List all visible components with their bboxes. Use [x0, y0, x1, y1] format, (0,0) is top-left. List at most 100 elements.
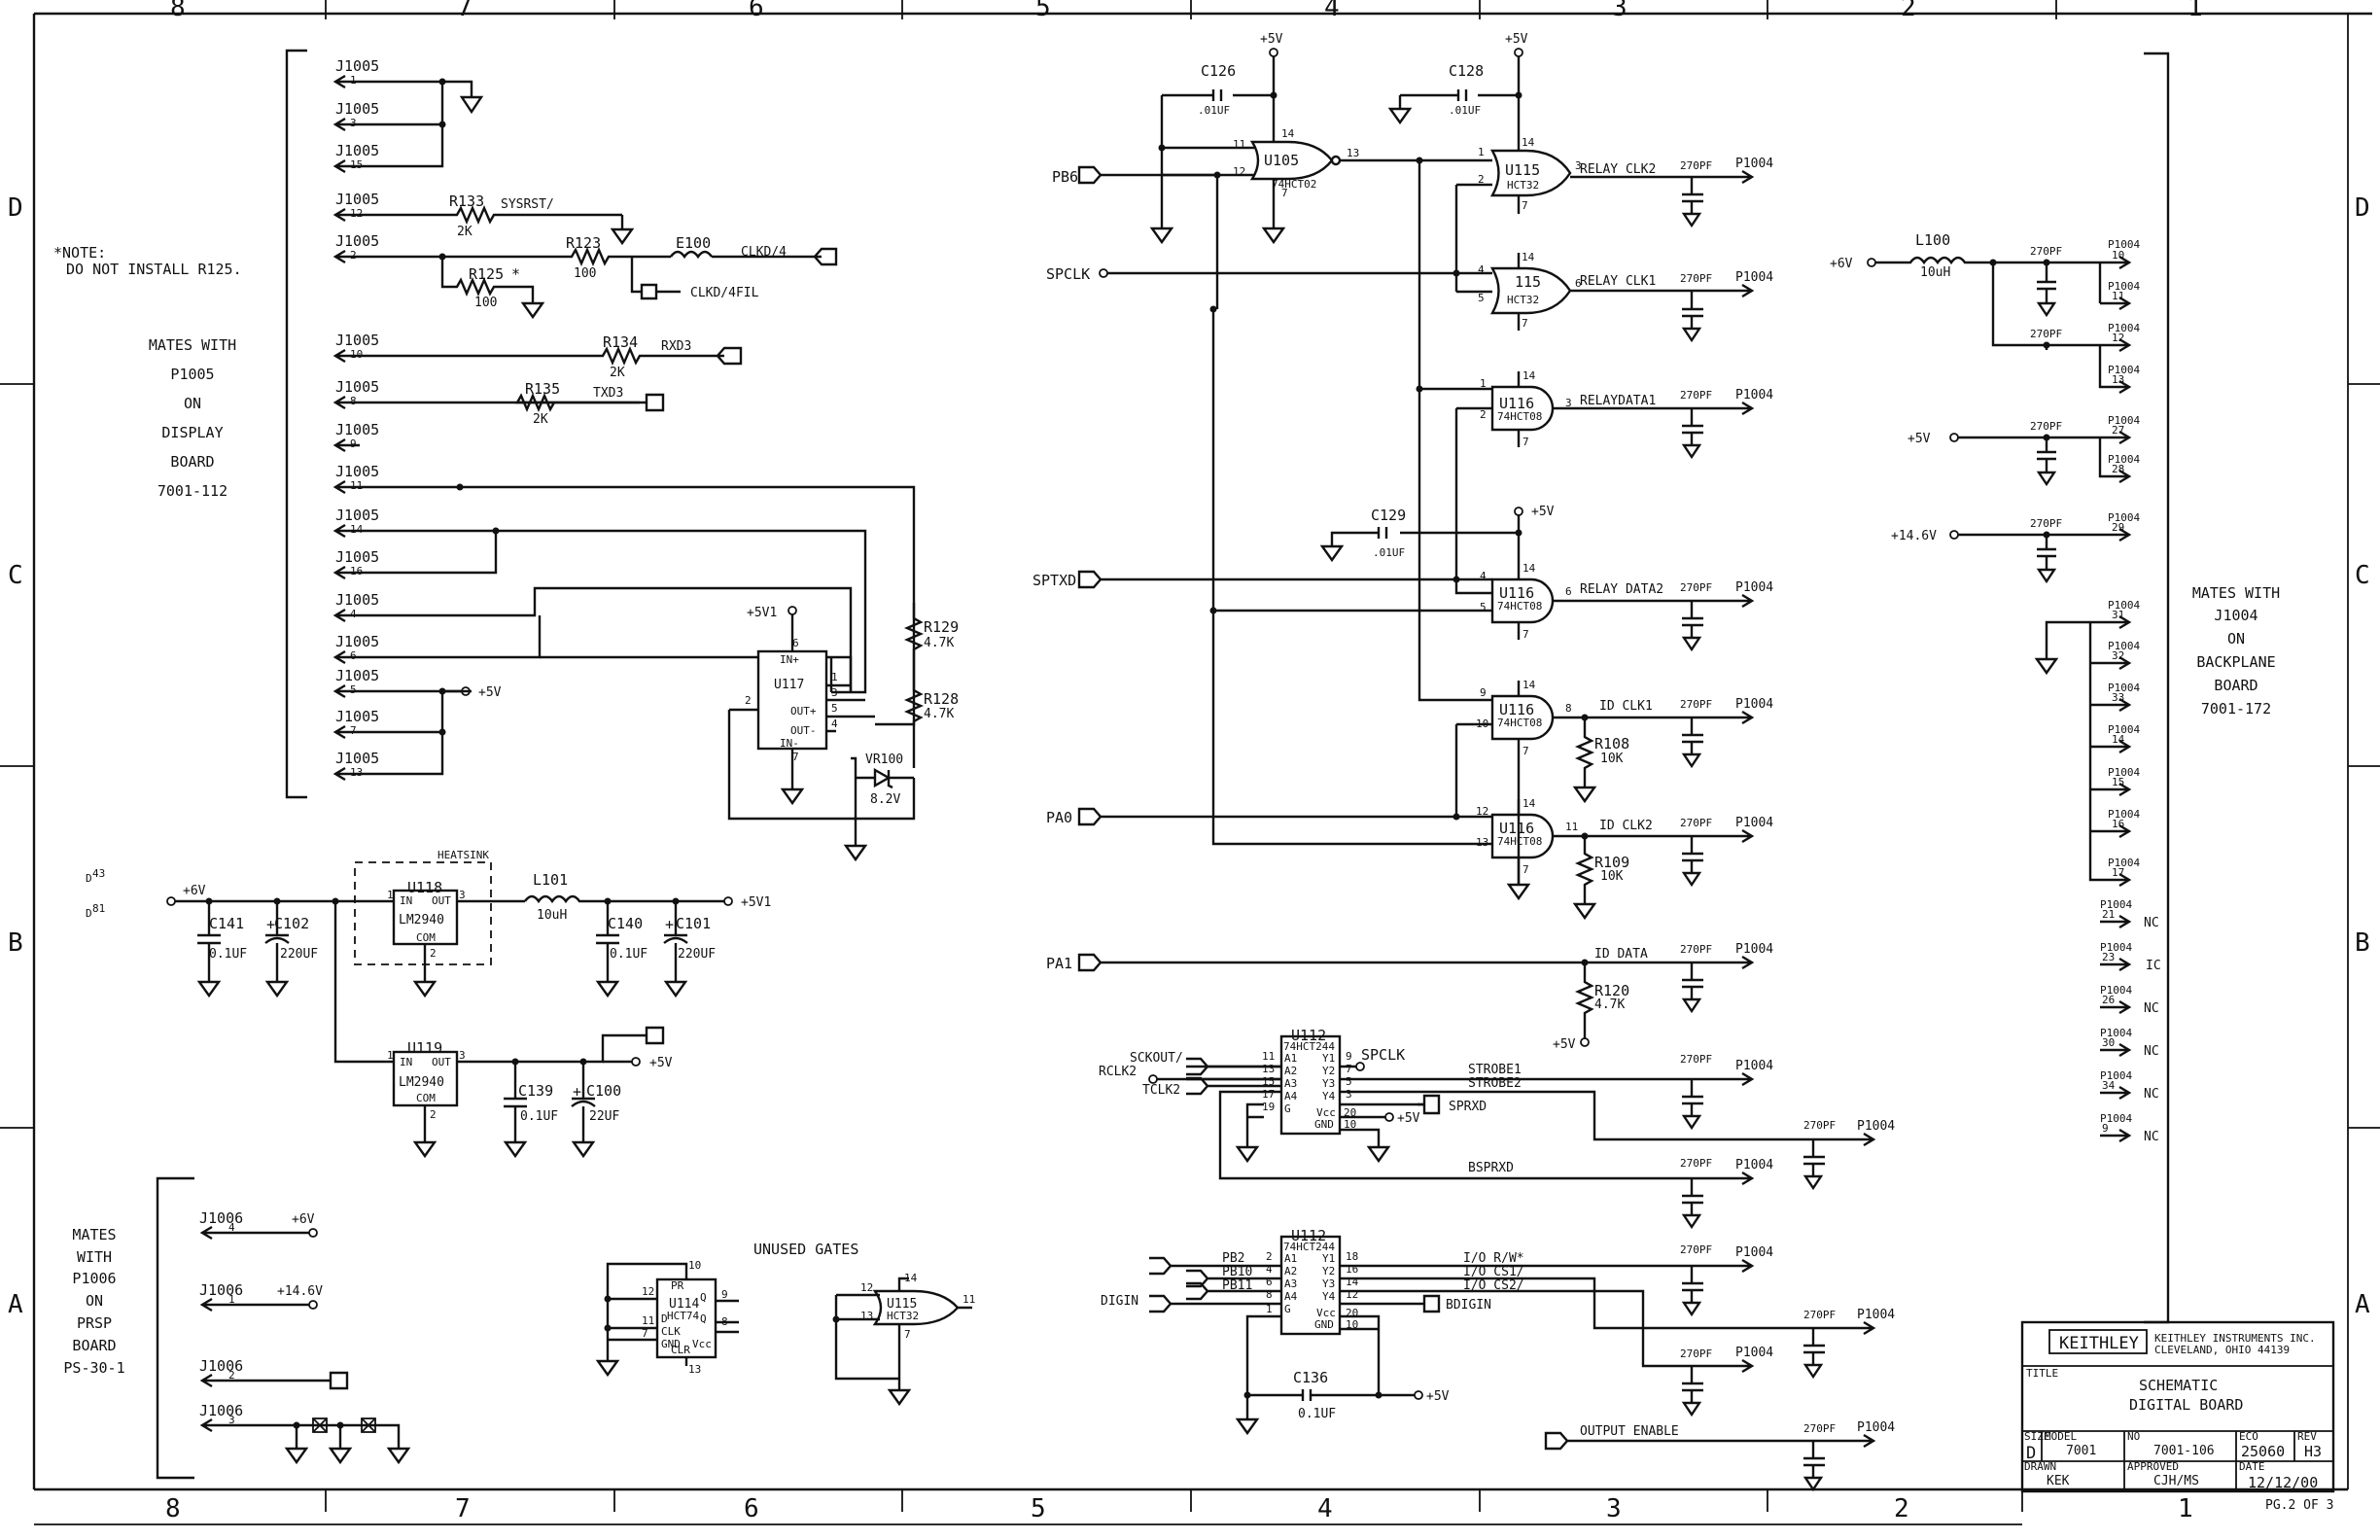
input-pb2: PB2 — [1222, 1251, 1244, 1266]
svg-text:COM: COM — [416, 931, 436, 944]
svg-text:P1004: P1004 — [1735, 388, 1773, 402]
resistor-r125: R125 * 100 — [438, 253, 545, 320]
svg-text:R134: R134 — [603, 333, 638, 351]
svg-text:P1004: P1004 — [2108, 766, 2140, 779]
svg-text:PB6: PB6 — [1052, 168, 1078, 186]
zone-right-C: C — [2355, 561, 2370, 590]
svg-text:270PF: 270PF — [1803, 1422, 1836, 1435]
svg-text:12: 12 — [642, 1285, 654, 1298]
svg-text:13: 13 — [2112, 373, 2124, 386]
svg-text:J1005: J1005 — [335, 548, 379, 566]
heatsink-label: HEATSINK — [438, 849, 489, 861]
svg-text:P1004: P1004 — [1735, 942, 1773, 957]
svg-text:13: 13 — [1262, 1063, 1275, 1075]
svg-text:10: 10 — [2112, 249, 2124, 262]
svg-text:J1006: J1006 — [199, 1209, 243, 1227]
svg-text:U117: U117 — [774, 678, 804, 692]
svg-text:P1004: P1004 — [2108, 857, 2140, 869]
svg-text:27: 27 — [2112, 424, 2124, 437]
svg-text:U116: U116 — [1499, 395, 1534, 412]
svg-text:L101: L101 — [533, 871, 568, 889]
svg-text:+: + — [266, 916, 275, 933]
svg-text:+5V: +5V — [1553, 1037, 1576, 1052]
svg-text:270PF: 270PF — [2030, 328, 2062, 340]
svg-text:Vcc: Vcc — [1316, 1106, 1336, 1119]
gate-u116-a: U116 74HCT08 12 314 7 — [1480, 369, 1572, 448]
svg-text:L100: L100 — [1915, 231, 1950, 249]
svg-text:0.1UF: 0.1UF — [610, 947, 648, 962]
svg-text:R133: R133 — [449, 192, 484, 210]
svg-text:270PF: 270PF — [1680, 1157, 1712, 1170]
capacitor-c129: +5V C129 .01UF — [1319, 505, 1555, 563]
svg-text:5: 5 — [1346, 1075, 1352, 1088]
svg-text:2: 2 — [228, 1369, 235, 1382]
svg-text:R129: R129 — [924, 618, 959, 636]
svg-text:2: 2 — [1480, 408, 1487, 421]
resistor-r129: R129 4.7K — [903, 603, 959, 681]
zone-bottom-4: 4 — [1317, 1494, 1333, 1523]
svg-text:J1005: J1005 — [335, 378, 379, 396]
svg-text:13: 13 — [1476, 836, 1488, 849]
svg-text:DRAWN: DRAWN — [2024, 1460, 2056, 1473]
unused-gates-label: UNUSED GATES — [753, 1241, 858, 1258]
svg-text:P1004: P1004 — [2108, 808, 2140, 821]
svg-text:NC: NC — [2144, 916, 2159, 930]
svg-text:+5V: +5V — [1908, 432, 1931, 446]
svg-text:14: 14 — [1522, 136, 1535, 149]
svg-text:0.1UF: 0.1UF — [520, 1109, 558, 1124]
svg-text:P1004: P1004 — [2108, 723, 2140, 736]
connector-j1005-bracket — [285, 49, 307, 799]
svg-text:P1004: P1004 — [2108, 322, 2140, 334]
svg-text:GND: GND — [1314, 1118, 1334, 1131]
svg-text:NC: NC — [2144, 1044, 2159, 1059]
svg-text:J1005: J1005 — [335, 633, 379, 650]
svg-text:D: D — [86, 907, 92, 920]
svg-text:.01UF: .01UF — [1373, 546, 1405, 559]
svg-text:J1005: J1005 — [335, 232, 379, 250]
input-pa1: PA1 — [1046, 953, 1585, 972]
svg-text:9: 9 — [721, 1288, 728, 1301]
svg-text:74HCT244: 74HCT244 — [1283, 1241, 1335, 1253]
svg-text:74HCT08: 74HCT08 — [1497, 410, 1542, 423]
svg-text:14: 14 — [1522, 797, 1536, 810]
svg-text:10K: 10K — [1600, 752, 1624, 766]
svg-text:9: 9 — [1346, 1050, 1352, 1063]
svg-text:P1004: P1004 — [2100, 898, 2132, 911]
svg-text:14: 14 — [1522, 251, 1535, 263]
svg-text:BACKPLANE: BACKPLANE — [2196, 653, 2275, 671]
resistor-r123: R123 100 — [564, 234, 671, 281]
zone-top-5: 5 — [1035, 0, 1051, 22]
svg-text:34: 34 — [2102, 1079, 2116, 1092]
zone-bottom-1: 1 — [2178, 1494, 2193, 1523]
svg-text:LM2940: LM2940 — [399, 913, 444, 928]
svg-text:U115: U115 — [1505, 161, 1540, 179]
svg-text:100: 100 — [574, 266, 596, 281]
svg-text:2K: 2K — [457, 225, 472, 239]
svg-text:P1004: P1004 — [1735, 270, 1773, 285]
svg-text:OUT: OUT — [432, 894, 451, 907]
svg-text:Y4: Y4 — [1322, 1090, 1336, 1102]
svg-text:KEK: KEK — [2047, 1474, 2070, 1488]
svg-text:BOARD: BOARD — [170, 453, 214, 471]
svg-text:J1005: J1005 — [335, 667, 379, 684]
net-txd3: TXD3 — [593, 386, 623, 401]
svg-text:270PF: 270PF — [1680, 272, 1712, 285]
svg-text:IN: IN — [400, 894, 412, 907]
svg-text:74HCT02: 74HCT02 — [1272, 178, 1316, 191]
net-spclk-out: SPCLK — [1361, 1046, 1405, 1064]
net-relay-data2: RELAY DATA2 — [1580, 582, 1663, 597]
zone-bottom-7: 7 — [455, 1494, 471, 1523]
svg-text:P1004: P1004 — [1735, 1158, 1773, 1172]
svg-text:P1004: P1004 — [1857, 1119, 1895, 1134]
svg-text:J1005: J1005 — [335, 507, 379, 524]
svg-text:SIZE: SIZE — [2024, 1430, 2050, 1443]
svg-text:Y3: Y3 — [1322, 1077, 1335, 1090]
svg-text:14: 14 — [1522, 679, 1536, 691]
gate-u115-a: U115 HCT32 12 314 7 — [1478, 136, 1582, 212]
svg-text:7: 7 — [792, 751, 799, 763]
svg-text:7: 7 — [1522, 199, 1528, 212]
connector-j1005: J1005 J1005 J1005 J1005 J1005 J1005 J100… — [332, 57, 916, 782]
svg-text:ECO: ECO — [2239, 1430, 2258, 1443]
svg-text:9: 9 — [350, 438, 357, 450]
